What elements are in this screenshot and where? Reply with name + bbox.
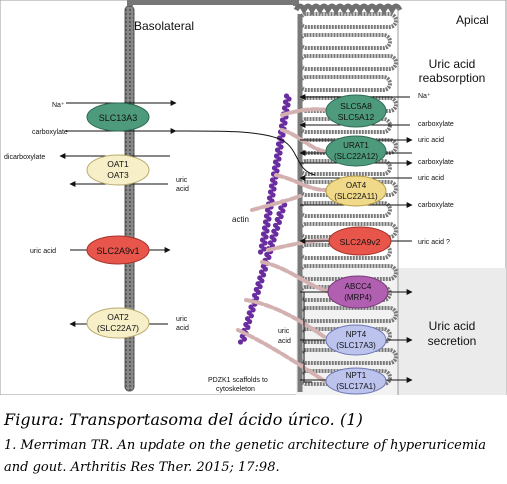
transporter-slc5a8-label: SLC5A8: [340, 101, 372, 111]
transporter-npt1-label: NPT1: [346, 371, 367, 380]
pdzk1-label-1: PDZK1 scaffolds to: [208, 377, 268, 384]
ap-na-label: Na⁺: [418, 93, 431, 100]
transporter-slc17a3-label: (SLC17A3): [336, 341, 376, 350]
transporter-slc22a12-label: (SLC22A12): [334, 152, 378, 161]
transporter-oat4: OAT4 (SLC22A11): [325, 175, 387, 207]
transporter-npt1: NPT1 (SLC17A1): [325, 367, 387, 395]
bl-dicarboxylate-label: dicarboxylate: [4, 154, 45, 161]
actin-filaments: [237, 93, 292, 345]
secretion-label-2: secretion: [428, 334, 477, 348]
transporter-slc22a11-label: (SLC22A11): [334, 192, 378, 201]
transportasome-diagram: Basolateral Apical Uric acid reabsorptio…: [0, 0, 507, 395]
ap-uric-secr-label-a: uric: [278, 328, 290, 335]
ap-uric-secr-label-b: acid: [278, 338, 291, 345]
figure-reference-line-2: and gout. Arthritis Res Ther. 2015; 17:9…: [4, 460, 280, 475]
secretion-bracket: [303, 291, 312, 383]
transporter-slc17a1-label: (SLC17A1): [336, 382, 376, 391]
transporter-slc2a9v2: SLC2A9v2: [328, 226, 392, 256]
transporter-slc13a3-label: SLC13A3: [99, 113, 138, 123]
reabsorption-label-1: Uric acid: [429, 57, 476, 71]
reabsorption-label-2: reabsorption: [419, 71, 486, 85]
basolateral-label: Basolateral: [134, 19, 194, 33]
transporter-oat4-label: OAT4: [346, 181, 367, 190]
transporter-oat3-label: OAT3: [107, 170, 129, 180]
transporter-abcc4: ABCC4 (MRP4): [327, 275, 389, 309]
transporter-slc2a9v1-label: SLC2A9v1: [96, 246, 139, 256]
transporter-slc22a7-label: (SLC22A7): [97, 323, 139, 333]
transporter-urat1-label: URAT1: [343, 141, 369, 150]
transporter-oat2: OAT2 (SLC22A7): [86, 307, 150, 339]
transporter-npt4: NPT4 (SLC17A3): [325, 324, 387, 356]
ap-uric-q-label: uric acid ?: [418, 239, 450, 246]
ap-uric-2-label: uric acid: [418, 175, 444, 182]
secretion-region: [398, 268, 506, 395]
transporter-mrp4-label: (MRP4): [344, 293, 372, 302]
bl-uric-slc2a9-label: uric acid: [30, 248, 56, 255]
ap-carboxylate-2-label: carboxylate: [418, 159, 454, 166]
figure-caption-title: Figura: Transportasoma del ácido úrico. …: [4, 410, 363, 429]
actin-label: actin: [232, 215, 249, 224]
transporter-oat1-oat3: OAT1 OAT3: [86, 154, 150, 186]
transporter-npt4-label: NPT4: [346, 330, 367, 339]
transporter-slc2a9v1: SLC2A9v1: [86, 235, 150, 265]
bl-uric-oat2-label-a: uric: [176, 316, 188, 323]
ap-carboxylate-3-label: carboxylate: [418, 202, 454, 209]
apical-label: Apical: [456, 13, 489, 27]
secretion-label-1: Uric acid: [429, 319, 476, 333]
bl-carboxylate-label: carboxylate: [32, 129, 68, 136]
transporter-slc13a3: SLC13A3: [86, 102, 150, 132]
bl-uric-label-a: uric: [176, 177, 188, 184]
figure-reference-line-1: 1. Merriman TR. An update on the genetic…: [4, 438, 487, 453]
ap-uric-1-label: uric acid: [418, 137, 444, 144]
pdzk1-scaffolds: [236, 107, 332, 384]
transporter-oat2-label: OAT2: [107, 312, 129, 322]
bl-na-label: Na⁺: [52, 102, 65, 109]
bl-uric-label-b: acid: [176, 186, 189, 193]
transporter-slc2a9v2-label: SLC2A9v2: [340, 237, 381, 247]
transporter-abcc4-label: ABCC4: [345, 282, 372, 291]
transporter-urat1: URAT1 (SLC22A12): [325, 135, 387, 167]
ap-carboxylate-1-label: carboxylate: [418, 121, 454, 128]
basolateral-membrane: [124, 0, 299, 392]
bl-uric-oat2-label-b: acid: [176, 325, 189, 332]
transporter-oat1-label: OAT1: [107, 159, 129, 169]
pdzk1-label-2: cytoskeleton: [216, 386, 255, 393]
transporter-slc5a8-slc5a12: SLC5A8 SLC5A12: [325, 94, 387, 128]
transporter-slc5a12-label: SLC5A12: [338, 112, 375, 122]
